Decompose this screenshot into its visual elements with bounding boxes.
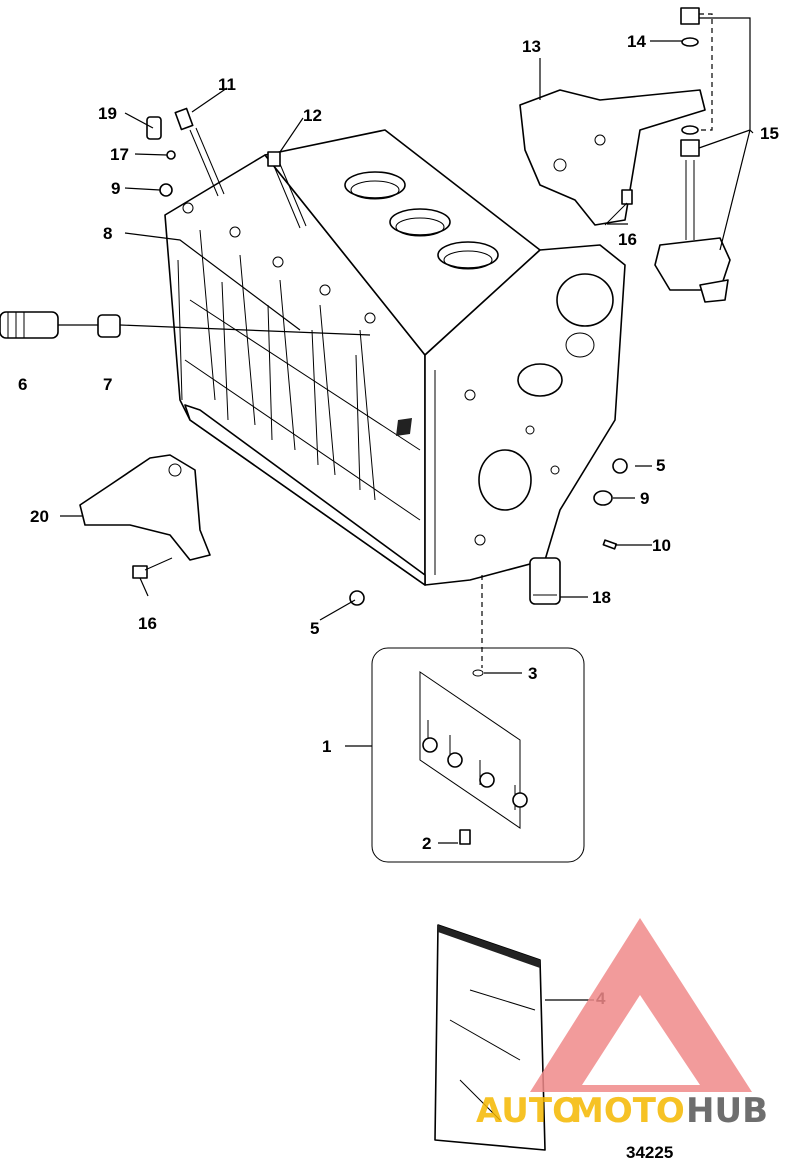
part-9-plug-top [159,183,173,197]
part-16-bolt-lower [132,557,173,579]
callout-labels: 1 2 3 4 5 5 6 7 8 9 9 10 11 12 13 14 15 … [18,32,779,1008]
callout-5-right: 5 [656,456,665,475]
part-19-cap [146,116,162,140]
leader-lines [58,17,754,1001]
part-18-sleeve [529,557,561,605]
watermark-text-moto: MOTO [570,1091,685,1131]
part-15-engine-mount [654,7,731,303]
callout-12: 12 [303,106,322,125]
callout-13: 13 [522,37,541,56]
part-20-lower-bracket [79,454,211,561]
callout-7: 7 [103,375,112,394]
callout-9-top: 9 [111,179,120,198]
figure-number: 34225 [626,1143,673,1162]
callout-16-upper: 16 [618,230,637,249]
callout-3: 3 [528,664,537,683]
callout-2: 2 [422,834,431,853]
callout-18: 18 [592,588,611,607]
part-10-pin [602,539,618,550]
callout-5-lower: 5 [310,619,319,638]
part-5-plug-lower [349,590,365,606]
part-16-bolt-upper [604,189,633,226]
callout-1: 1 [322,737,331,756]
callout-19: 19 [98,104,117,123]
callout-9-right: 9 [640,489,649,508]
part-5-plug-right [612,458,628,474]
callout-8: 8 [103,224,112,243]
callout-14: 14 [627,32,646,51]
part-17-washer [166,150,176,160]
callout-6: 6 [18,375,27,394]
part-6-cylinder-sleeve [0,311,59,339]
part-9-plug-right [593,490,613,506]
nozzle-kit-box [371,647,585,863]
automotohub-watermark-logo: AUTO MOTO HUB [476,918,768,1131]
engine-block [164,129,626,586]
part-13-mount-bracket [519,89,706,226]
watermark-triangle [530,918,752,1092]
part-12-bolt [267,151,307,229]
callout-15: 15 [760,124,779,143]
watermark-text-hub: HUB [686,1091,768,1131]
part-4-bag [434,924,546,1151]
callout-20: 20 [30,507,49,526]
callout-10: 10 [652,536,671,555]
seals-group [177,202,376,491]
callout-17: 17 [110,145,129,164]
callout-11: 11 [218,75,236,94]
callout-16-lower: 16 [138,614,157,633]
watermark-text-auto: AUTO [476,1091,581,1131]
part-7-plug [97,314,121,338]
part-11-rod [174,107,225,197]
